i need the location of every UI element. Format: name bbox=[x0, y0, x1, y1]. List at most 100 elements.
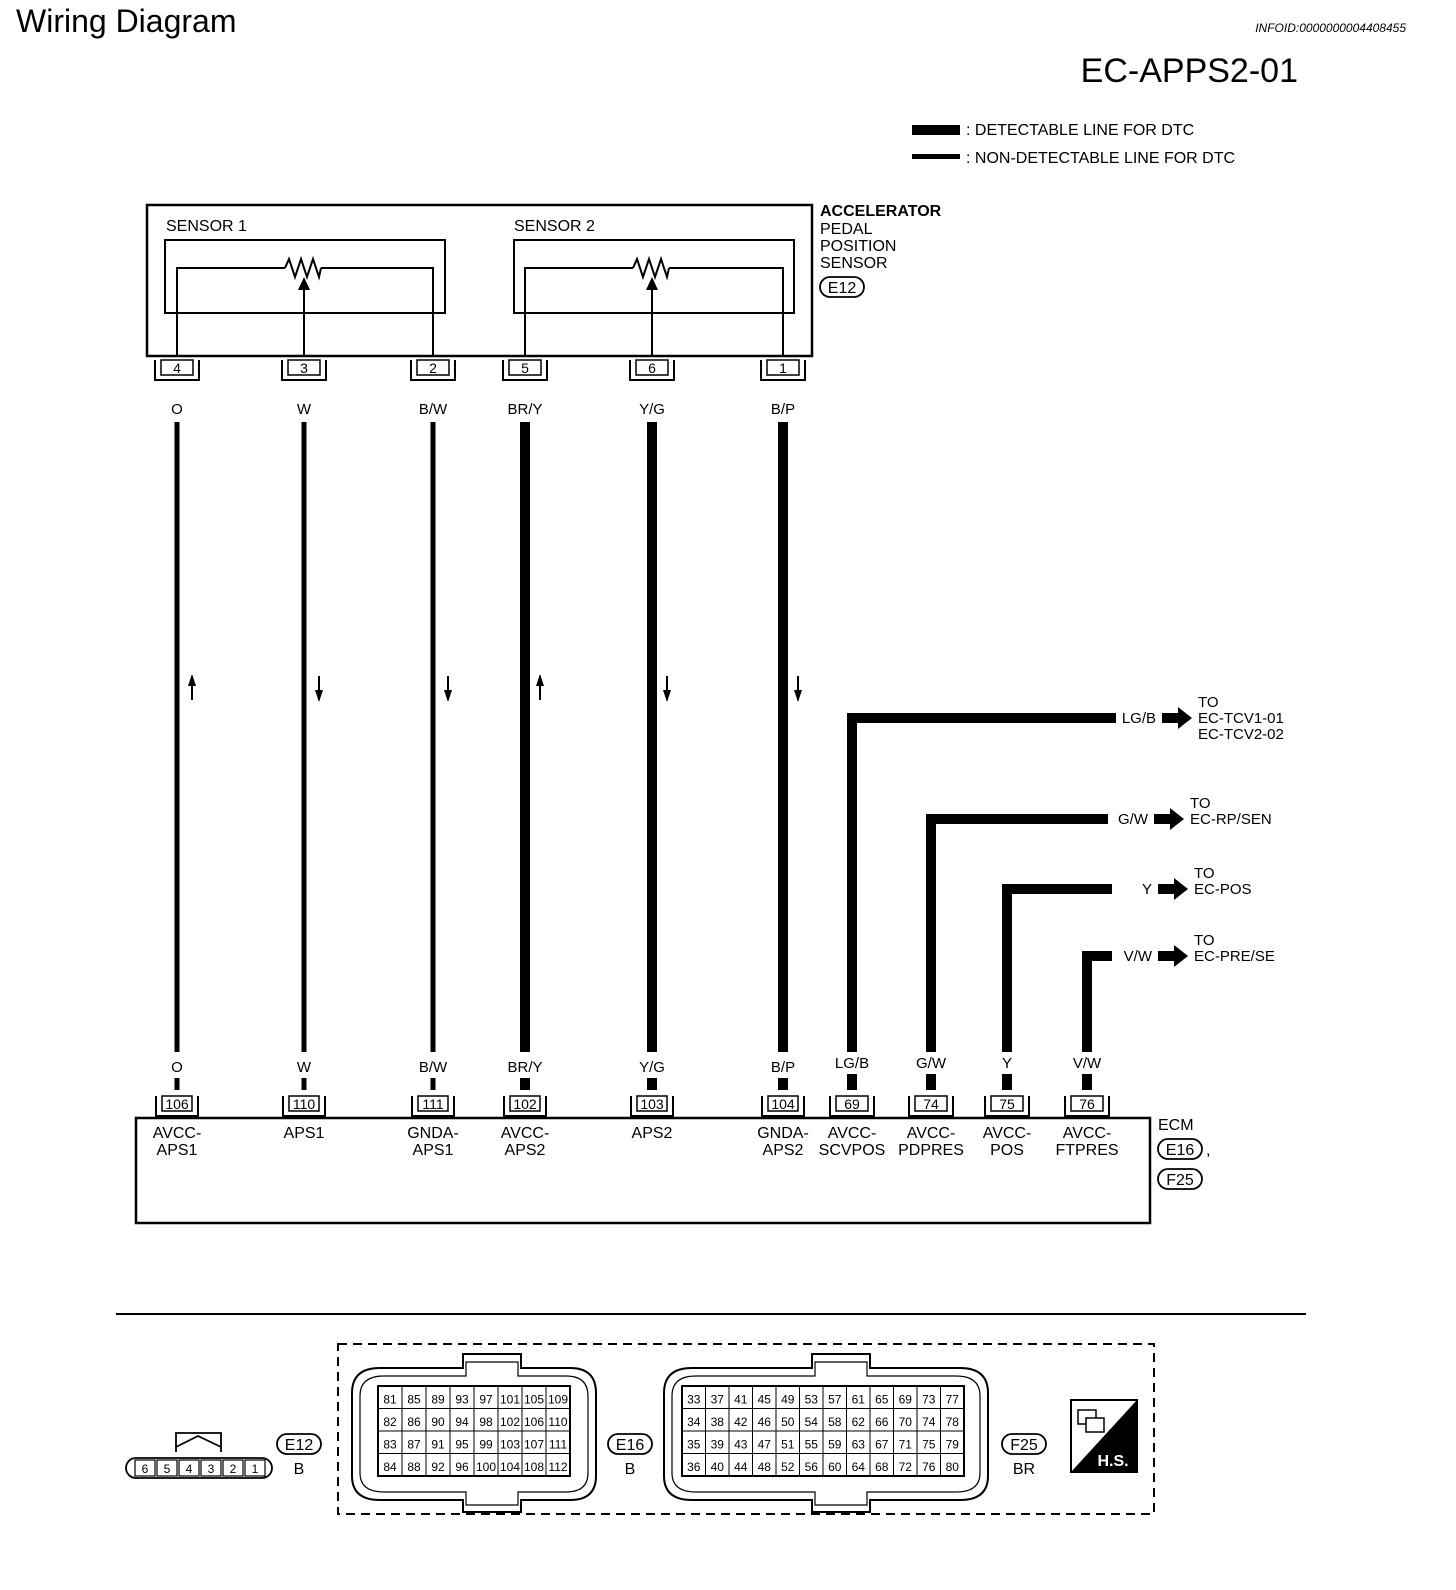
wire-color-bottom: BR/Y bbox=[507, 1059, 542, 1076]
f25-pin-35: 35 bbox=[687, 1438, 701, 1452]
sensor1-label: SENSOR 1 bbox=[166, 218, 247, 235]
ecm-pin-102-number: 102 bbox=[513, 1096, 537, 1112]
e16-pin-107: 107 bbox=[524, 1438, 544, 1452]
e12-cavity bbox=[222, 1459, 244, 1477]
ecm-pin-111: 111 bbox=[411, 1095, 455, 1117]
ecm-pin-label: AVCC- bbox=[907, 1125, 956, 1142]
branch-color-bottom: V/W bbox=[1073, 1055, 1102, 1072]
wire-color-bottom: O bbox=[171, 1059, 183, 1076]
sensor-pin-3-number: 3 bbox=[300, 360, 308, 376]
f25-pin-58: 58 bbox=[828, 1415, 842, 1429]
ecm-unit: ECM E16 , F25 bbox=[134, 1116, 1210, 1225]
f25-pin-60: 60 bbox=[828, 1460, 842, 1474]
sensor-name-line-2: PEDAL bbox=[820, 221, 873, 238]
e16-pin-83: 83 bbox=[383, 1438, 397, 1452]
e12-badge bbox=[276, 1433, 322, 1455]
f25-pin-69: 69 bbox=[899, 1393, 913, 1407]
e16-pin-109: 109 bbox=[548, 1393, 568, 1407]
ecm-pin-69-number: 69 bbox=[844, 1096, 860, 1112]
ecm-pin-102: 102 bbox=[503, 1095, 547, 1117]
branch-color-label: G/W bbox=[1118, 811, 1149, 828]
sensor-name-line-3: POSITION bbox=[820, 238, 896, 255]
e16-pin-96: 96 bbox=[455, 1460, 469, 1474]
f25-pin-52: 52 bbox=[781, 1460, 795, 1474]
f25-pin-44: 44 bbox=[734, 1460, 748, 1474]
e12-cavity bbox=[244, 1459, 266, 1477]
ecm-pin-label: APS1 bbox=[284, 1125, 325, 1142]
e16-pin-102: 102 bbox=[500, 1415, 520, 1429]
branch-color-bottom: G/W bbox=[916, 1055, 947, 1072]
wire-color-top: BR/Y bbox=[507, 401, 542, 418]
to-arrow bbox=[1158, 945, 1188, 967]
ecm-pin-110: 110 bbox=[282, 1095, 326, 1117]
e12-pin-3: 3 bbox=[208, 1462, 215, 1476]
e16-pin-101: 101 bbox=[500, 1393, 520, 1407]
branch-color-label: Y bbox=[1142, 881, 1152, 898]
e16-pin-92: 92 bbox=[431, 1460, 445, 1474]
legend-non-detectable-label: : NON-DETECTABLE LINE FOR DTC bbox=[966, 150, 1235, 167]
ecm-pin-76: 76 bbox=[1064, 1095, 1110, 1117]
ecm-pin-75: 75 bbox=[984, 1095, 1030, 1117]
sensor-pin-2: 2 bbox=[410, 359, 456, 381]
ecm-connector-id-1: E16 bbox=[1166, 1142, 1195, 1159]
wires-layer: 4OO106AVCC-APS13WW110APS12B/WB/W111GNDA-… bbox=[153, 359, 1284, 1159]
e12-pin-1: 1 bbox=[252, 1462, 259, 1476]
f25-pin-45: 45 bbox=[758, 1393, 772, 1407]
ecm-pin-104: 104 bbox=[761, 1095, 805, 1117]
ecm-pin-69: 69 bbox=[829, 1095, 875, 1117]
sensor-pin-3: 3 bbox=[281, 359, 327, 381]
f25-pin-74: 74 bbox=[922, 1415, 936, 1429]
sensor-pin-1: 1 bbox=[760, 359, 806, 381]
f25-pin-73: 73 bbox=[922, 1393, 936, 1407]
legend-non-detectable-swatch bbox=[912, 154, 960, 159]
sensor1-resistor bbox=[284, 255, 322, 281]
e16-color: B bbox=[625, 1461, 636, 1478]
f25-pin-63: 63 bbox=[852, 1438, 866, 1452]
f25-pin-51: 51 bbox=[781, 1438, 795, 1452]
f25-pin-50: 50 bbox=[781, 1415, 795, 1429]
ecm-pin-label: POS bbox=[990, 1142, 1024, 1159]
ecm-pin-74: 74 bbox=[908, 1095, 954, 1117]
ecm-pin-label: APS1 bbox=[413, 1142, 454, 1159]
f25-pin-78: 78 bbox=[946, 1415, 960, 1429]
sensor-pin-4: 4 bbox=[154, 359, 200, 381]
legend: : DETECTABLE LINE FOR DTC : NON-DETECTAB… bbox=[912, 122, 1235, 167]
ecm-pin-label: AVCC- bbox=[828, 1125, 877, 1142]
e12-pin-6: 6 bbox=[142, 1462, 149, 1476]
e16-pin-88: 88 bbox=[407, 1460, 421, 1474]
e12-cavity bbox=[134, 1459, 156, 1477]
sensor-pin-6-number: 6 bbox=[648, 360, 656, 376]
e16-badge bbox=[607, 1433, 653, 1455]
e12-pin-5: 5 bbox=[164, 1462, 171, 1476]
ecm-pin-106: 106 bbox=[155, 1095, 199, 1117]
ecm-pin-103-number: 103 bbox=[640, 1096, 664, 1112]
e16-cavity bbox=[545, 1453, 571, 1477]
e12-cavity bbox=[156, 1459, 178, 1477]
ecm-connectors-frame bbox=[337, 1343, 1155, 1515]
e12-pin-4: 4 bbox=[186, 1462, 193, 1476]
e16-pin-108: 108 bbox=[524, 1460, 544, 1474]
signal-arrow-down bbox=[444, 690, 452, 702]
to-arrow bbox=[1158, 878, 1188, 900]
ecm-pin-label: AVCC- bbox=[153, 1125, 202, 1142]
ecm-pin-111-number: 111 bbox=[422, 1096, 443, 1112]
ecm-connector-id-2: F25 bbox=[1166, 1172, 1194, 1189]
f25-pin-57: 57 bbox=[828, 1393, 842, 1407]
e16-pin-94: 94 bbox=[455, 1415, 469, 1429]
sensor-name-line-1: ACCELERATOR bbox=[820, 203, 942, 220]
branch-color-bottom: Y bbox=[1002, 1055, 1012, 1072]
sensor-connector-badge bbox=[819, 276, 865, 298]
sensor-name-line-4: SENSOR bbox=[820, 255, 888, 272]
ecm-pin-label: FTPRES bbox=[1055, 1142, 1118, 1159]
f25-id: F25 bbox=[1010, 1437, 1038, 1454]
destination-label: EC-TCV1-01 bbox=[1198, 710, 1284, 727]
f25-pin-59: 59 bbox=[828, 1438, 842, 1452]
branch-wire bbox=[847, 713, 1116, 1052]
